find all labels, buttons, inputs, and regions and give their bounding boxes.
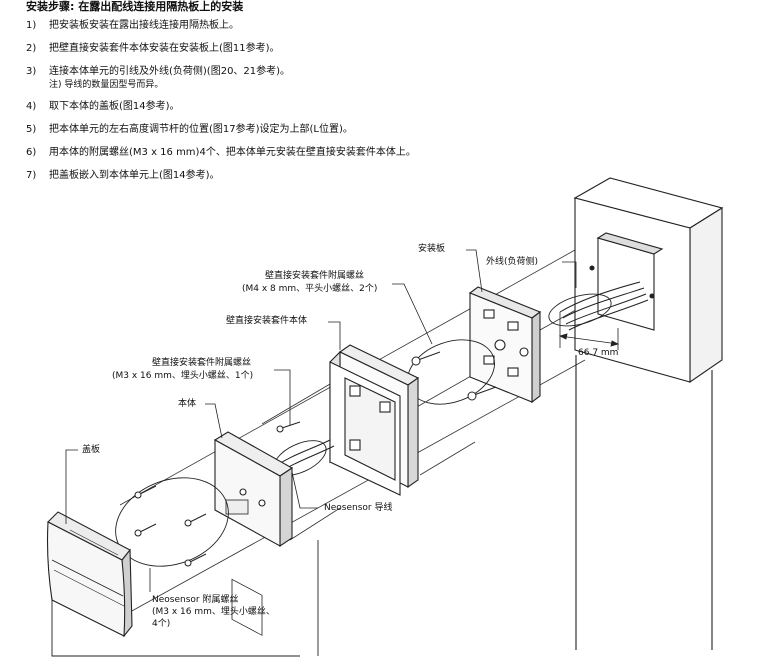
neosensor-screw-label: Neosensor 附属螺丝	[152, 595, 239, 605]
step-text: 把安装板安装在露出接线连接用隔热板上。	[49, 20, 239, 31]
wall-mount-kit-body	[329, 344, 420, 496]
cover-plate	[46, 511, 133, 638]
kit-screw-m4-label: 壁直接安装套件附属螺丝	[265, 271, 365, 281]
external-wire-label: 外线(负荷侧)	[486, 257, 539, 267]
step-number: 2)	[26, 43, 37, 54]
step-number: 7)	[26, 170, 37, 181]
unit-body	[213, 431, 294, 636]
kit-body-label: 壁直接安装套件本体	[226, 316, 308, 326]
step-item: 5) 把本体单元的左右高度调节杆的位置(图17参考)设定为上部(L位置)。	[26, 123, 416, 137]
step-number: 3)	[26, 66, 37, 77]
neosensor-wire-label: Neosensor 导线	[324, 503, 393, 513]
mounting-plate-label: 安装板	[418, 244, 446, 254]
step-item: 1) 把安装板安装在露出接线连接用隔热板上。	[26, 19, 416, 33]
dimension-label: 66.7 mm	[578, 348, 619, 358]
frame-lines	[51, 540, 319, 657]
step-item: 3) 连接本体单元的引线及外线(负荷侧)(图20、21参考)。注) 导线的数量因型…	[26, 65, 416, 91]
step-number: 5)	[26, 124, 37, 135]
cover-label: 盖板	[82, 445, 101, 455]
step-text: 连接本体单元的引线及外线(负荷侧)(图20、21参考)。	[49, 66, 291, 77]
step-text: 用本体的附属螺丝(M3 x 16 mm)4个、把本体单元安装在壁直接安装套件本体…	[49, 147, 416, 158]
step-note: 注) 导线的数量因型号而异。	[49, 80, 164, 90]
dimension-marker	[558, 312, 620, 350]
step-text: 把本体单元的左右高度调节杆的位置(图17参考)设定为上部(L位置)。	[49, 124, 353, 135]
step-number: 4)	[26, 101, 37, 112]
step-text: 把盖板嵌入到本体单元上(图14参考)。	[49, 170, 220, 181]
step-text: 把壁直接安装套件本体安装在安装板上(图11参考)。	[49, 43, 280, 54]
steps-list: 1) 把安装板安装在露出接线连接用隔热板上。 2) 把壁直接安装套件本体安装在安装板…	[26, 19, 416, 192]
step-item: 4) 取下本体的盖板(图14参考)。	[26, 100, 416, 114]
step-number: 6)	[26, 147, 37, 158]
leader-lines	[65, 249, 577, 592]
kit-screw-m3-spec: (M3 x 16 mm、埋头小螺丝、1个)	[112, 371, 254, 381]
step-number: 1)	[26, 20, 37, 31]
unit-body-label: 本体	[178, 399, 197, 409]
step-item: 2) 把壁直接安装套件本体安装在安装板上(图11参考)。	[26, 42, 416, 56]
neosensor-screw-count: 4个)	[152, 619, 171, 629]
step-text: 取下本体的盖板(图14参考)。	[49, 101, 180, 112]
step-item: 6) 用本体的附属螺丝(M3 x 16 mm)4个、把本体单元安装在壁直接安装套件…	[26, 146, 416, 160]
kit-screw-m4-spec: (M4 x 8 mm、平头小螺丝、2个)	[242, 284, 378, 294]
kit-screw-m3-label: 壁直接安装套件附属螺丝	[152, 358, 252, 368]
neosensor-screw-spec: (M3 x 16 mm、埋头小螺丝、	[152, 607, 275, 617]
junction-box	[573, 177, 724, 650]
step-item: 7) 把盖板嵌入到本体单元上(图14参考)。	[26, 169, 416, 183]
neosensor-screws	[115, 477, 229, 567]
external-wires	[548, 281, 649, 331]
mounting-plate	[468, 286, 542, 404]
page-title: 安装步骤: 在露出配线连接用隔热板上的安装	[26, 0, 244, 13]
